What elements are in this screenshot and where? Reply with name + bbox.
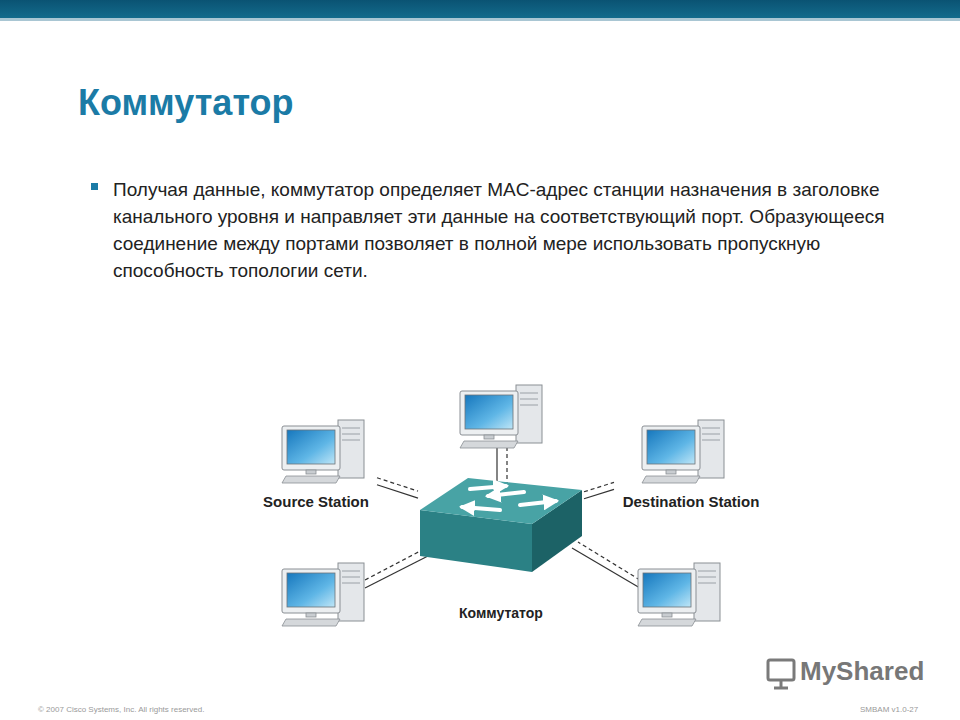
logo-icon (768, 660, 794, 688)
device-label: Коммутатор (457, 605, 545, 621)
copyright: © 2007 Cisco Systems, Inc. All rights re… (38, 705, 204, 714)
watermark: MyShared (800, 656, 924, 687)
cable-line (377, 485, 418, 498)
top-bar (0, 0, 960, 18)
version: SMBAM v1.0-27 (860, 705, 918, 714)
bullet (91, 183, 98, 190)
cable-dash (377, 478, 418, 491)
network-cable (377, 478, 418, 498)
station-label: Source Station (261, 493, 371, 510)
cable-line (584, 489, 614, 498)
slide-title: Коммутатор (78, 82, 294, 124)
cable-dash (584, 482, 614, 491)
source-station: Source Station (255, 418, 377, 512)
destination-station: Destination Station (614, 418, 768, 512)
switch: Коммутатор (418, 476, 584, 574)
switch-icon (420, 478, 582, 572)
top-bar-line (0, 18, 960, 21)
station-label: Destination Station (621, 493, 762, 510)
network-cable (584, 482, 614, 498)
bullet-text: Получая данные, коммутатор определяет MA… (113, 176, 903, 284)
cables (365, 447, 640, 588)
